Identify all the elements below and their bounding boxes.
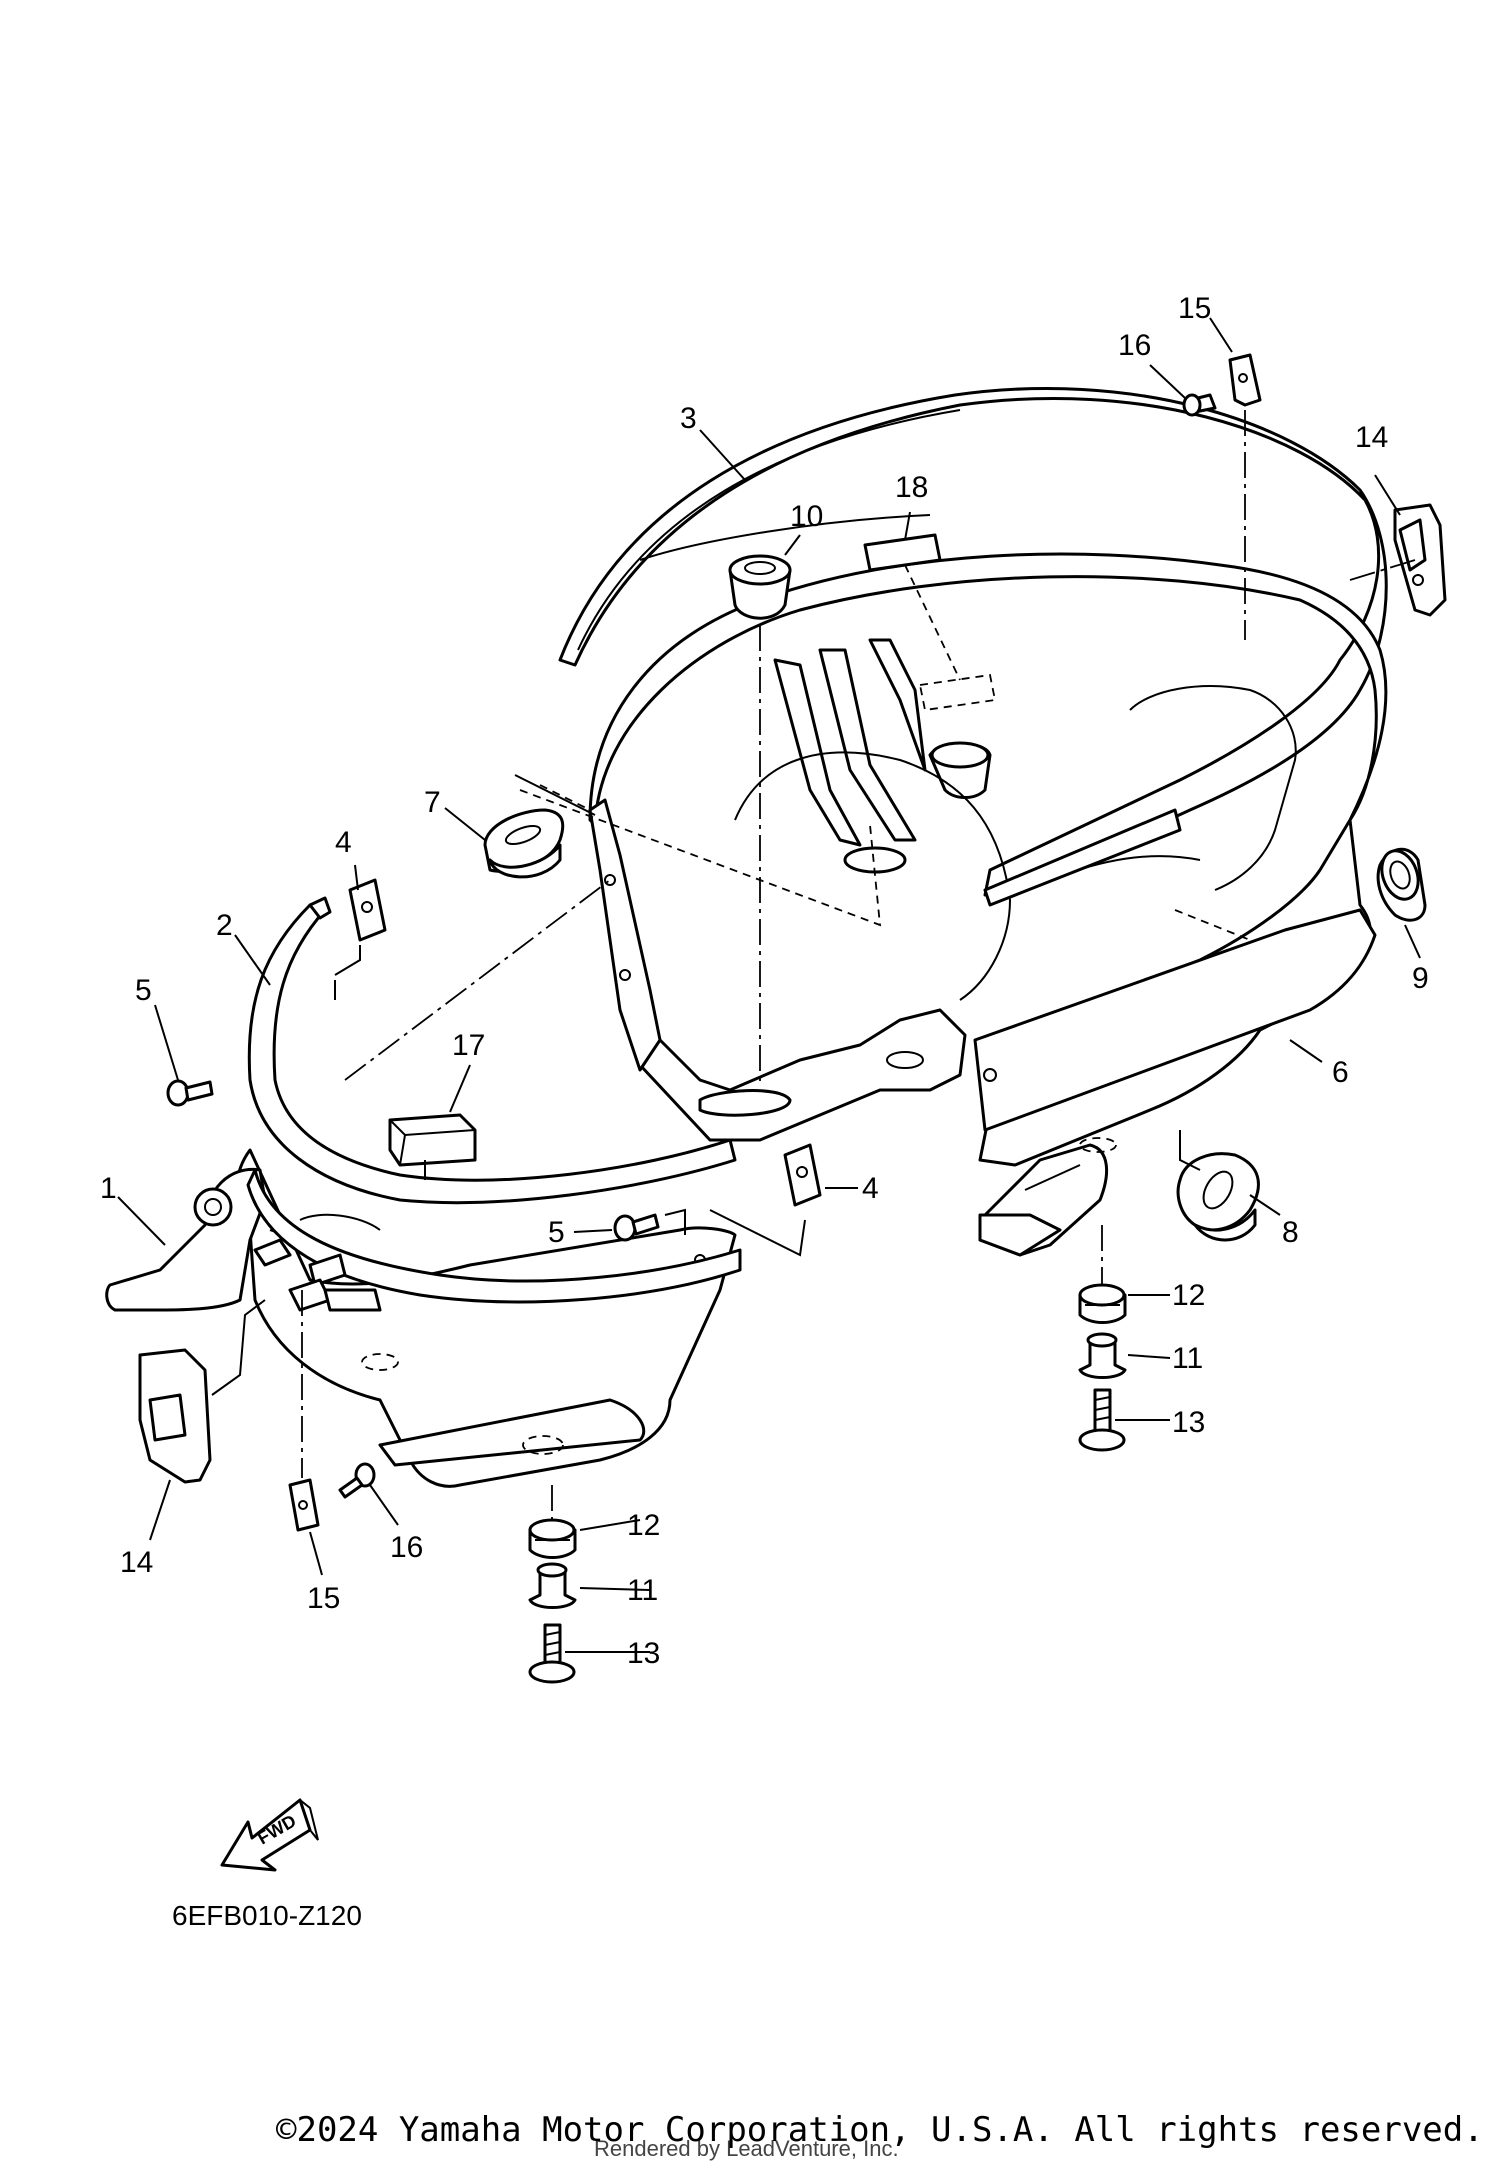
callout-leaders	[117, 317, 1421, 1653]
callout-1: 1	[100, 1172, 117, 1205]
part-10-grommet	[728, 554, 792, 620]
callout-18: 18	[895, 471, 928, 504]
part-14-clip-left	[138, 1348, 212, 1484]
copyright-notice: ©2024 Yamaha Motor Corporation, U.S.A. A…	[276, 2110, 1484, 2150]
part-4-clip-left	[348, 878, 387, 942]
fwd-arrow-icon: FWD	[220, 1798, 319, 1872]
callout-4a: 4	[335, 826, 352, 859]
callout-14b: 14	[120, 1546, 153, 1579]
callout-9: 9	[1412, 962, 1429, 995]
callout-2: 2	[216, 909, 233, 942]
callout-11a: 11	[627, 1574, 658, 1607]
cowling-inner-ribs	[734, 638, 1012, 1001]
callout-13b: 13	[1172, 1406, 1205, 1439]
callout-15b: 15	[307, 1582, 340, 1615]
callout-8: 8	[1282, 1216, 1299, 1249]
callout-6: 6	[1332, 1056, 1349, 1089]
part-16-screw-left	[338, 1462, 376, 1499]
part-12-damper-right	[1078, 1283, 1127, 1324]
callout-5b: 5	[548, 1216, 565, 1249]
callout-16a: 16	[1118, 329, 1151, 362]
callout-11b: 11	[1172, 1342, 1203, 1375]
part-5-screw-center	[613, 1213, 660, 1242]
part-17-pad	[388, 1113, 477, 1167]
part-7-grommet	[483, 808, 565, 879]
callout-10: 10	[790, 500, 823, 533]
left-cowling-clip-details	[253, 1213, 382, 1312]
cowling-bottom-bracket	[588, 798, 967, 1142]
callout-labels: 1 2 3 4 4 5 5 6 7 8 9 10 11 11 12 12 13 …	[100, 292, 1429, 1670]
part-15-clip-left	[288, 1478, 320, 1532]
callout-15a: 15	[1178, 292, 1211, 325]
part-4-clip-center	[783, 1143, 822, 1207]
callout-12a: 12	[627, 1509, 660, 1542]
callout-17: 17	[452, 1029, 485, 1062]
callout-5a: 5	[135, 974, 152, 1007]
part-12-damper-center	[528, 1518, 577, 1559]
part-9-grommet	[1376, 847, 1427, 922]
part-18-label	[863, 533, 997, 712]
part-5-screw-left	[166, 1079, 214, 1107]
diagram-code: 6EFB010-Z120	[172, 1900, 362, 1931]
callout-14a: 14	[1355, 421, 1388, 454]
callout-13a: 13	[627, 1637, 660, 1670]
callout-16b: 16	[390, 1531, 423, 1564]
part-1-bottom-cowling-left	[105, 1148, 737, 1488]
part-15-clip-right	[1228, 353, 1262, 407]
assembly-reference-lines	[211, 410, 1416, 1520]
part-8-grommet	[1176, 1152, 1260, 1242]
part-13-bolt-right	[1078, 1388, 1126, 1452]
part-11-collar-center	[528, 1562, 577, 1609]
rendered-by-text: Rendered by LeadVenture, Inc.	[594, 2136, 899, 2161]
part-14-clip-right	[1393, 503, 1447, 617]
cowling-right-tail	[978, 1137, 1117, 1257]
part-13-bolt-center	[528, 1623, 576, 1684]
callout-12b: 12	[1172, 1279, 1205, 1312]
part-6-lower-seal-right	[973, 808, 1377, 1132]
callout-4b: 4	[862, 1172, 879, 1205]
callout-3: 3	[680, 402, 697, 435]
part-11-collar-right	[1078, 1332, 1127, 1379]
part-16-screw-right	[1182, 393, 1217, 417]
callout-7: 7	[424, 786, 441, 819]
